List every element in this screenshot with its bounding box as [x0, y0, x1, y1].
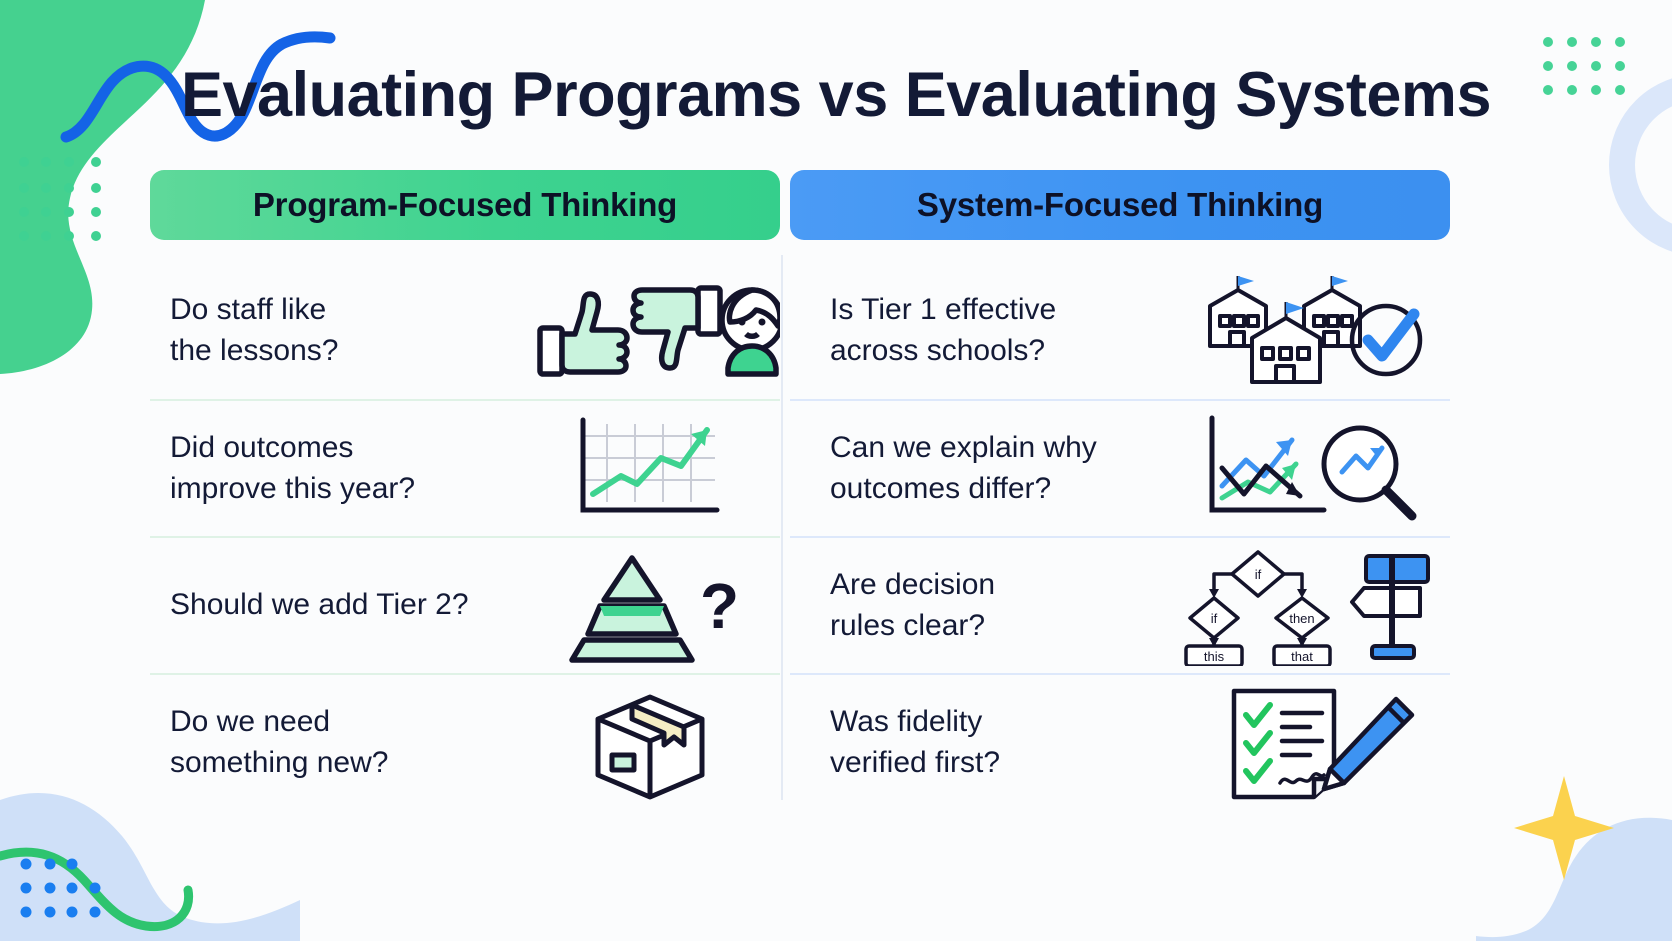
flowchart-label-right: then	[1289, 611, 1314, 626]
blue-blob-bottom-left	[0, 792, 300, 941]
green-curve-bottom-left	[0, 847, 194, 932]
list-item[interactable]: Do staff like the lessons?	[150, 262, 780, 399]
list-item[interactable]: Do we need something new?	[150, 673, 780, 810]
question-text: Can we explain why outcomes differ?	[830, 431, 1097, 505]
list-item[interactable]: Was fidelity verified first?	[790, 673, 1450, 810]
program-focused-rows: Do staff like the lessons?	[150, 262, 780, 810]
package-box-icon	[530, 683, 780, 803]
flowchart-label-bottom-left: this	[1204, 649, 1225, 664]
green-dot-grid-top-right	[1543, 37, 1625, 95]
list-item[interactable]: Are decision rules clear?	[790, 536, 1450, 673]
flowchart-label-top: if	[1255, 567, 1262, 582]
list-item[interactable]: Should we add Tier 2? ?	[150, 536, 780, 673]
question-text: Do staff like the lessons?	[170, 293, 339, 367]
green-dot-grid-top-left	[19, 157, 101, 241]
page-title: Evaluating Programs vs Evaluating System…	[180, 60, 1492, 130]
checklist-signature-icon	[1180, 683, 1450, 803]
blue-dot-grid-bottom-left	[20, 858, 101, 918]
column-divider	[781, 255, 783, 800]
question-text: Are decision rules clear?	[830, 568, 996, 642]
list-item[interactable]: Can we explain why outcomes differ?	[790, 399, 1450, 536]
pyramid-question-mark-icon: ?	[530, 546, 780, 666]
schools-checkmark-icon	[1180, 271, 1450, 391]
green-blob-top-left	[0, 0, 205, 374]
question-text: Should we add Tier 2?	[170, 588, 469, 622]
blue-squiggle-top-left	[60, 31, 336, 143]
list-item[interactable]: Did outcomes improve this year?	[150, 399, 780, 536]
yellow-sparkle-bottom-right	[1514, 776, 1614, 880]
column-system-focused: System-Focused Thinking Is Tier 1 effect…	[790, 170, 1450, 810]
thumbs-up-thumbs-down-person-icon	[530, 271, 780, 391]
system-focused-rows: Is Tier 1 effective across schools?	[790, 262, 1450, 810]
flowchart-label-bottom-right: that	[1291, 649, 1313, 664]
column-header-program-focused: Program-Focused Thinking	[150, 170, 780, 240]
line-chart-upward-icon	[530, 409, 780, 529]
question-text: Did outcomes improve this year?	[170, 431, 416, 505]
blue-blob-bottom-right	[1476, 817, 1672, 941]
svg-text:?: ?	[700, 570, 739, 642]
column-header-system-focused: System-Focused Thinking	[790, 170, 1450, 240]
flowchart-signpost-icon: if if then this that	[1180, 546, 1450, 666]
flowchart-label-left: if	[1211, 611, 1218, 626]
column-program-focused: Program-Focused Thinking Do staff like t…	[150, 170, 780, 810]
blue-circle-right	[1609, 78, 1672, 252]
question-text: Is Tier 1 effective across schools?	[830, 293, 1057, 367]
list-item[interactable]: Is Tier 1 effective across schools?	[790, 262, 1450, 399]
question-text: Was fidelity verified first?	[830, 705, 1001, 779]
question-text: Do we need something new?	[170, 705, 389, 779]
chart-magnifier-icon	[1180, 409, 1450, 529]
